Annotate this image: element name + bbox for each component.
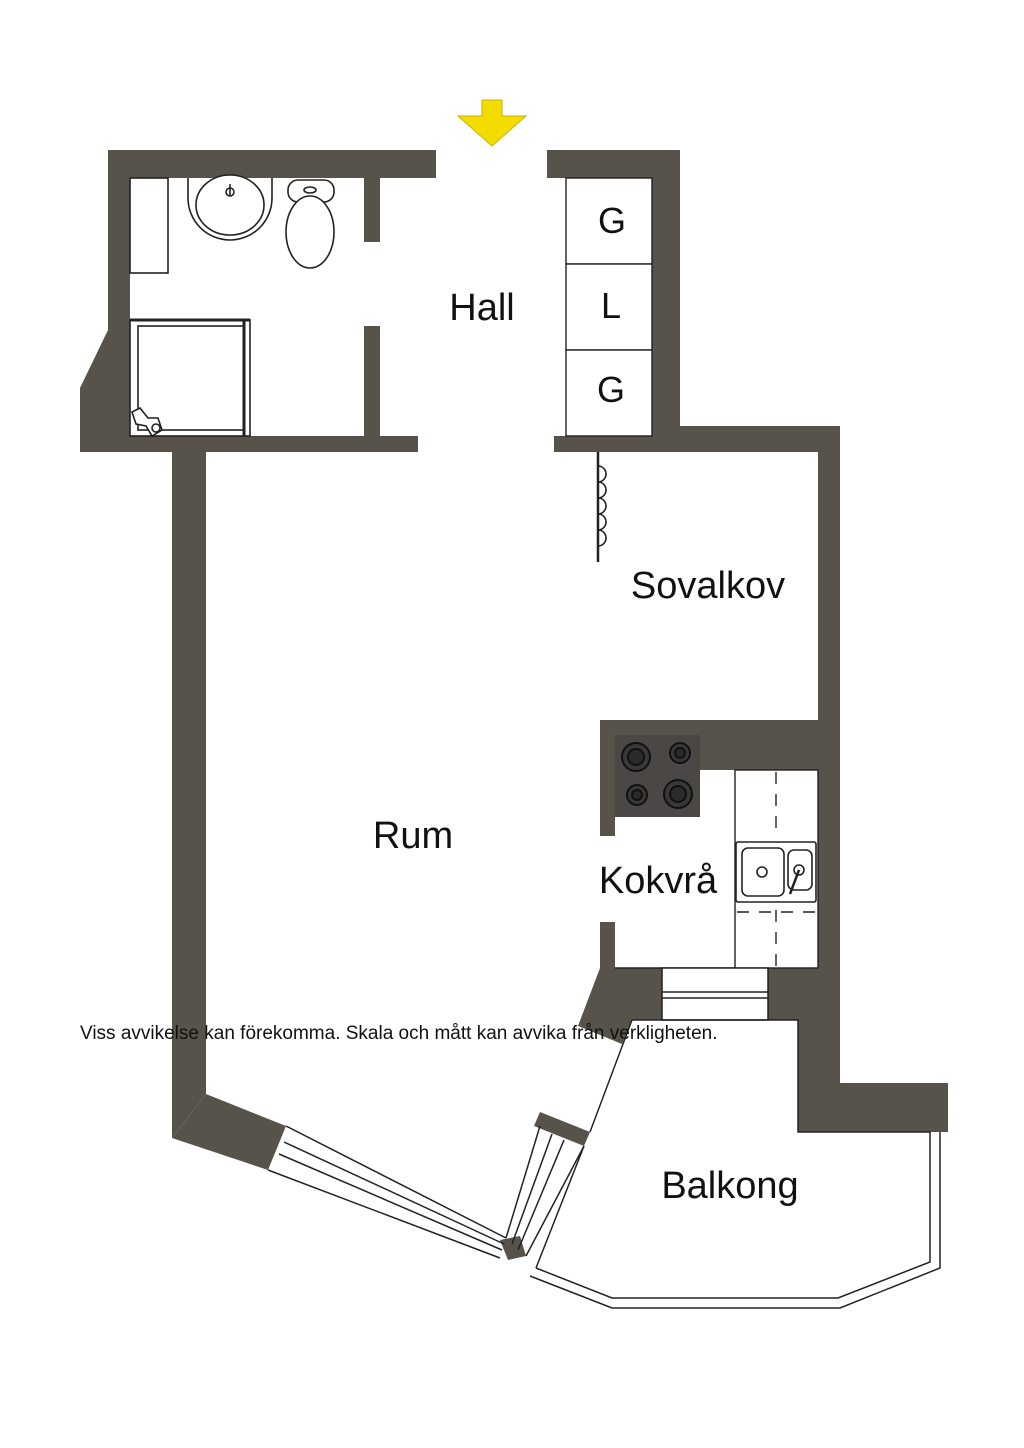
closet-label-1: G xyxy=(598,200,626,241)
shower-icon xyxy=(129,318,251,438)
kitchen-sink-icon xyxy=(735,841,817,903)
curtain-icon xyxy=(596,452,607,562)
stove-icon xyxy=(615,735,700,817)
bathroom-counter xyxy=(129,177,169,274)
windows xyxy=(267,967,769,1259)
wall-right-lower xyxy=(798,1020,948,1132)
wall-bathroom-bottom xyxy=(80,436,418,452)
wall-hall-top-right xyxy=(547,150,680,178)
window-rum-right xyxy=(505,1125,585,1257)
room-label-rum: Rum xyxy=(373,815,453,857)
closet-label-2: L xyxy=(601,285,621,326)
entrance-arrow-icon xyxy=(456,99,528,147)
window-rum-bottom xyxy=(267,1125,507,1259)
room-label-kokvra: Kokvrå xyxy=(599,860,718,902)
wall-left-chamfer xyxy=(80,330,130,452)
wall-bathroom-top xyxy=(108,150,436,178)
wall-bathroom-divider-bottom xyxy=(364,326,380,452)
wall-kitchen-top xyxy=(600,720,840,836)
walls xyxy=(80,150,948,1260)
closet-label-3: G xyxy=(597,369,625,410)
closet-2 xyxy=(565,263,653,351)
wall-window-jamb-right xyxy=(500,1236,526,1260)
closet-labels: G L G xyxy=(597,200,626,410)
balcony-outline xyxy=(529,1019,941,1309)
closet-1 xyxy=(565,177,653,265)
closets xyxy=(565,177,653,437)
disclaimer-text: Viss avvikelse kan förekomma. Skala och … xyxy=(80,1023,718,1044)
room-label-sovalkov: Sovalkov xyxy=(631,565,785,607)
room-labels: Hall Sovalkov Rum Kokvrå Balkong xyxy=(373,287,799,1207)
wall-kitchen-bottom-right xyxy=(768,968,840,1020)
bathroom-fixtures xyxy=(129,174,335,438)
wall-kitchen-left-lower xyxy=(600,922,615,968)
toilet-icon xyxy=(285,179,335,269)
wall-sovalkov-top xyxy=(652,426,840,452)
wall-rum-bottom-left xyxy=(172,1094,286,1170)
wall-kitchen-chamfer xyxy=(578,968,662,1044)
wall-rum-left xyxy=(172,452,206,1138)
closet-3 xyxy=(565,349,653,437)
wall-closet-right xyxy=(652,150,680,452)
washbasin-icon xyxy=(187,174,273,241)
wall-hall-bottom-right xyxy=(554,436,680,452)
window-kitchen xyxy=(661,967,769,1021)
room-label-balkong: Balkong xyxy=(661,1165,798,1207)
wall-bathroom-divider-top xyxy=(364,178,380,242)
wall-window-jamb-top xyxy=(534,1112,590,1146)
room-label-hall: Hall xyxy=(449,287,514,329)
